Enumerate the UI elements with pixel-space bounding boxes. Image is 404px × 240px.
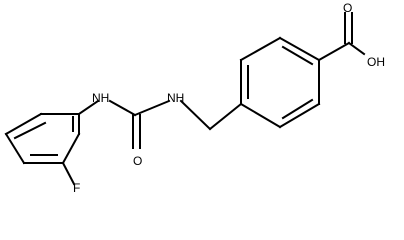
atom-label-carboxyl-oxygen: O bbox=[343, 1, 352, 15]
chemical-structure-diagram: O OH NH NH O F bbox=[4, 1, 385, 196]
bond-right-nh-to-methylene bbox=[179, 99, 212, 131]
bond-benzoic-6 bbox=[239, 102, 282, 129]
bond-fluorophenyl-inner-1 bbox=[13, 121, 47, 140]
atom-label-urea-oxygen: O bbox=[133, 154, 142, 168]
bond-left-nh-to-carbonyl bbox=[108, 99, 137, 117]
bond-carbonyl-to-right-nh bbox=[133, 99, 171, 117]
bond-benzoic-2 bbox=[239, 36, 282, 62]
bond-benzoic-3 bbox=[278, 36, 321, 62]
bond-ring-to-carboxyl-carbon bbox=[317, 41, 351, 62]
bond-fluorophenyl-2 bbox=[4, 112, 43, 136]
molecule-drawing: O OH NH NH O F bbox=[4, 1, 385, 195]
atom-label-left-amine: NH bbox=[92, 91, 109, 105]
atom-label-right-amine: NH bbox=[167, 91, 184, 105]
bond-methylene-to-benzoic-ring bbox=[208, 102, 243, 131]
bond-benzoic-5 bbox=[278, 102, 321, 129]
bond-carboxyl-hydroxyl bbox=[347, 41, 366, 56]
bond-benzoic-inner-3 bbox=[281, 98, 314, 120]
bond-fluorophenyl-5 bbox=[61, 132, 81, 165]
bond-phenyl-to-left-nh bbox=[77, 99, 100, 116]
bond-benzoic-inner-2 bbox=[281, 45, 314, 66]
atom-label-fluorine: F bbox=[73, 181, 80, 195]
bond-ring-to-fluorine bbox=[61, 161, 76, 186]
atom-label-hydroxyl: OH bbox=[367, 55, 385, 69]
bond-fluorophenyl-3 bbox=[4, 132, 26, 165]
